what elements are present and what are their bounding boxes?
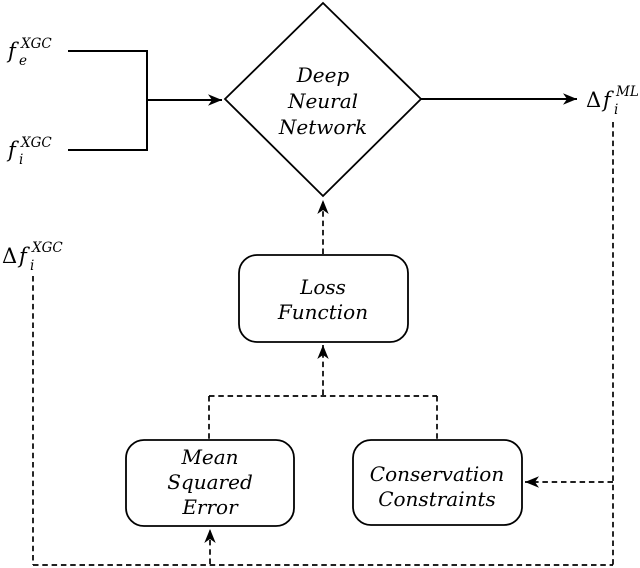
conservation-box [352, 439, 523, 526]
dnn-label-line2: Neural [287, 89, 358, 113]
mse-node: Mean Squared Error [125, 439, 295, 527]
conservation-node: Conservation Constraints [352, 439, 523, 526]
prediction-base: f [601, 88, 614, 112]
groundtruth-subscript: i [30, 258, 34, 274]
dnn-node: Deep Neural Network [223, 1, 423, 198]
label-f-e-xgc: f XGC e [6, 36, 52, 69]
prediction-superscript: ML [615, 84, 639, 100]
f-i-superscript: XGC [20, 135, 52, 151]
groundtruth-base: f [17, 244, 30, 268]
dnn-diamond-shape [223, 1, 423, 198]
dnn-label-line3: Network [278, 115, 367, 139]
f-i-subscript: i [19, 152, 23, 168]
label-f-i-xgc: f XGC i [6, 135, 52, 168]
mse-label-line3: Error [181, 495, 239, 519]
groundtruth-delta: Δ [2, 244, 17, 268]
label-delta-f-i-xgc: Δ f XGC i [2, 240, 63, 274]
feedback-connectors [32, 122, 614, 566]
prediction-subscript: i [614, 102, 618, 118]
loss-function-box [238, 254, 409, 343]
f-i-base: f [6, 138, 19, 162]
loss-label-line2: Function [277, 300, 368, 324]
dnn-label-line1: Deep [296, 63, 350, 87]
prediction-delta: Δ [586, 88, 601, 112]
mse-label-line1: Mean [180, 445, 238, 469]
mse-label-line2: Squared [167, 470, 253, 494]
f-e-superscript: XGC [20, 36, 52, 52]
groundtruth-superscript: XGC [31, 240, 63, 256]
conservation-label-line2: Constraints [378, 487, 496, 511]
loss-label-line1: Loss [299, 275, 346, 299]
mse-box [125, 439, 295, 527]
f-e-subscript: e [19, 53, 27, 69]
input-merge-connector [68, 50, 222, 151]
label-delta-f-i-ml: Δ f ML i [586, 84, 639, 118]
f-e-base: f [6, 39, 19, 63]
conservation-label-line1: Conservation [370, 462, 504, 486]
loss-function-node: Loss Function [238, 254, 409, 343]
